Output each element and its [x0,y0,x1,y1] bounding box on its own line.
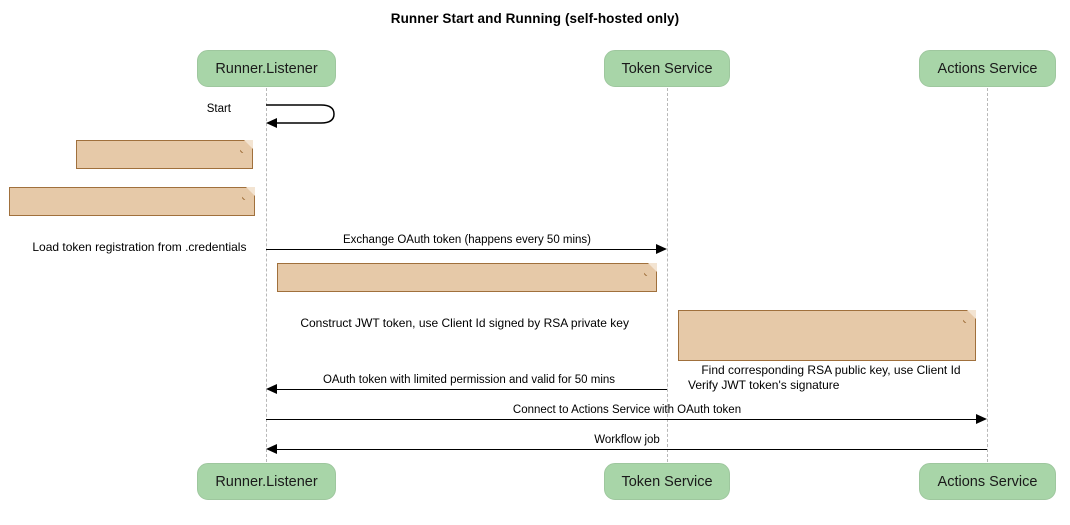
message-line-oauth-token-return [277,389,667,390]
message-label-start: Start [206,103,231,115]
arrow-head-workflow-job [266,444,277,454]
participant-label: Runner.Listener [215,60,318,77]
participant-runner-bottom[interactable]: Runner.Listener [197,463,336,500]
lifeline-actions [987,88,988,462]
lifeline-runner [266,88,267,462]
arrow-head-exchange-oauth [656,244,667,254]
participant-token-bottom[interactable]: Token Service [604,463,730,500]
note-fold-edge-icon [963,310,976,323]
participant-label: Token Service [621,60,713,77]
note-fold-edge-icon [242,187,255,200]
participant-actions-bottom[interactable]: Actions Service [919,463,1056,500]
arrow-head-oauth-token-return [266,384,277,394]
participant-label: Runner.Listener [215,473,318,490]
message-line-workflow-job [277,449,987,450]
participant-actions-top[interactable]: Actions Service [919,50,1056,87]
note-verify-jwt: Find corresponding RSA public key, use C… [678,310,976,392]
message-label-connect-actions: Connect to Actions Service with OAuth to… [512,404,742,416]
message-label-workflow-job: Workflow job [594,434,660,446]
self-message-start-loop [266,104,335,128]
note-load-token-registration: Load token registration from .credential… [9,187,255,254]
arrow-head-connect-actions [976,414,987,424]
message-label-exchange-oauth: Exchange OAuth token (happens every 50 m… [342,234,592,246]
participant-label: Token Service [621,473,713,490]
participant-label: Actions Service [937,473,1038,490]
participant-token-top[interactable]: Token Service [604,50,730,87]
note-text: Load token registration from .credential… [32,239,247,254]
note-fold-edge-icon [240,140,253,153]
message-line-connect-actions [266,419,976,420]
note-construct-jwt: Construct JWT token, use Client Id signe… [277,263,657,330]
lifeline-token [667,88,668,462]
message-label-oauth-token-return: OAuth token with limited permission and … [322,374,616,386]
note-load-config: Load config info from .runner [76,140,253,207]
note-text: Construct JWT token, use Client Id signe… [300,315,629,330]
page-title: Runner Start and Running (self-hosted on… [390,11,680,26]
note-fold-edge-icon [644,263,657,276]
note-text: Find corresponding RSA public key, use C… [688,362,961,393]
participant-runner-top[interactable]: Runner.Listener [197,50,336,87]
message-line-exchange-oauth [266,249,656,250]
participant-label: Actions Service [937,60,1038,77]
